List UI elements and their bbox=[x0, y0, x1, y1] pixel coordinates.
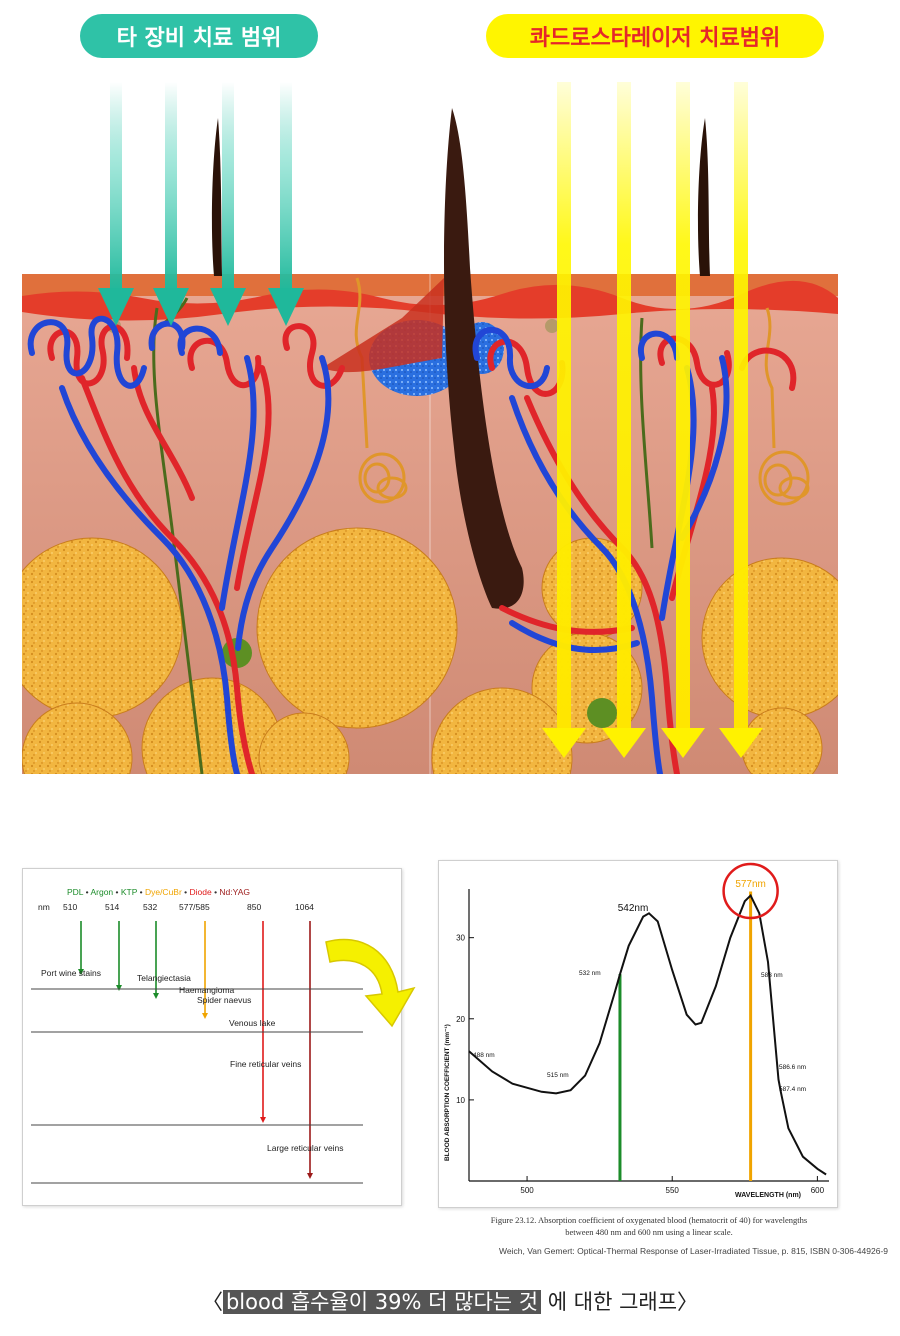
laser-nm-0: 510 bbox=[63, 902, 77, 912]
caption-highlight: blood 흡수율이 39% 더 많다는 것 bbox=[222, 1290, 542, 1314]
laser-arrow-head-3 bbox=[202, 1013, 208, 1019]
x-axis-label: WAVELENGTH (nm) bbox=[735, 1192, 801, 1199]
teal-treatment-arrows bbox=[98, 82, 304, 326]
bracket-open: 〈 bbox=[201, 1290, 223, 1314]
vessel-label-port-wine-stains: Port wine stains bbox=[41, 968, 101, 978]
laser-vessel-target-chart: nm PDL • Argon • KTP • Dye/CuBr • Diode … bbox=[22, 868, 402, 1206]
laser-nm-2: 532 bbox=[143, 902, 157, 912]
figure-caption-line2: between 480 nm and 600 nm using a linear… bbox=[565, 1227, 733, 1237]
point-label-583: 583 nm bbox=[761, 972, 783, 979]
laser-name-row: PDL • Argon • KTP • Dye/CuBr • Diode • N… bbox=[67, 887, 250, 897]
laser-nm-4: 850 bbox=[247, 902, 261, 912]
yellow-treatment-arrows bbox=[542, 82, 763, 758]
reference-citation: Weich, Van Gemert: Optical-Thermal Respo… bbox=[499, 1246, 888, 1256]
laser-name-5: Nd:YAG bbox=[219, 887, 250, 897]
laser-name-2: KTP bbox=[121, 887, 138, 897]
laser-separator: • bbox=[137, 887, 145, 897]
skin-cross-section-illustration bbox=[22, 82, 838, 774]
x-tick-label-600: 600 bbox=[811, 1186, 825, 1195]
peak-highlight-circle bbox=[722, 862, 779, 920]
point-label-515: 515 nm bbox=[547, 1072, 569, 1079]
x-tick-label-550: 550 bbox=[666, 1186, 680, 1195]
laser-separator: • bbox=[212, 887, 220, 897]
vessel-label-telangiectasia: Telangiectasia bbox=[137, 973, 191, 983]
peak-label-577: 577nm bbox=[735, 879, 766, 890]
x-tick-label-500: 500 bbox=[520, 1186, 534, 1195]
laser-name-1: Argon bbox=[90, 887, 113, 897]
absorption-curve bbox=[468, 893, 827, 1176]
vessel-label-fine-reticular-veins: Fine reticular veins bbox=[230, 1059, 301, 1069]
figure-caption: Figure 23.12. Absorption coefficient of … bbox=[454, 1214, 844, 1238]
nm-label: nm bbox=[38, 902, 50, 912]
vessel-label-haemangioma: Haemangioma bbox=[179, 985, 235, 995]
curved-arrow-icon bbox=[325, 938, 416, 1028]
point-label-586-6: 586.6 nm bbox=[779, 1064, 806, 1071]
laser-name-3: Dye/CuBr bbox=[145, 887, 182, 897]
point-label-488: 488 nm bbox=[473, 1052, 495, 1059]
vessel-label-large-reticular-veins: Large reticular veins bbox=[267, 1143, 344, 1153]
laser-nm-5: 1064 bbox=[295, 902, 314, 912]
point-label-532: 532 nm bbox=[579, 970, 601, 977]
laser-separator: • bbox=[113, 887, 121, 897]
laser-separator: • bbox=[83, 887, 90, 897]
other-devices-range-label: 타 장비 치료 범위 bbox=[80, 14, 318, 58]
laser-arrow-head-4 bbox=[260, 1117, 266, 1123]
blood-absorption-chart: 10 20 30 500 550 600 542nm 577nm 488 nm 515 … bbox=[438, 860, 838, 1208]
laser-name-0: PDL bbox=[67, 887, 84, 897]
peak-label-542: 542nm bbox=[618, 903, 649, 914]
laser-arrow-head-0 bbox=[78, 969, 84, 975]
figure-caption-line1: Figure 23.12. Absorption coefficient of … bbox=[490, 1215, 808, 1225]
y-axis-label: BLOOD ABSORPTION COEFFICIENT (mm⁻¹) bbox=[444, 1024, 451, 1161]
laser-arrow-head-1 bbox=[116, 985, 122, 991]
laser-nm-1: 514 bbox=[105, 902, 119, 912]
y-tick-label-30: 30 bbox=[456, 934, 465, 943]
quadrostar-laser-range-label: 콰드로스타레이저 치료범위 bbox=[486, 14, 824, 58]
point-label-587-4: 587.4 nm bbox=[779, 1086, 806, 1093]
laser-name-4: Diode bbox=[190, 887, 212, 897]
vessel-label-spider-naevus: Spider naevus bbox=[197, 995, 251, 1005]
bottom-caption: 〈blood 흡수율이 39% 더 많다는 것 에 대한 그래프〉 bbox=[0, 1286, 900, 1316]
vessel-label-venous-lake: Venous lake bbox=[229, 1018, 276, 1028]
laser-nm-3: 577/585 bbox=[179, 902, 210, 912]
caption-rest: 에 대한 그래프 bbox=[541, 1290, 678, 1314]
y-tick-label-20: 20 bbox=[456, 1015, 465, 1024]
laser-arrow-head-5 bbox=[307, 1173, 313, 1179]
laser-arrow-head-2 bbox=[153, 993, 159, 999]
bracket-close: 〉 bbox=[677, 1290, 699, 1314]
laser-separator: • bbox=[182, 887, 190, 897]
y-tick-label-10: 10 bbox=[456, 1096, 465, 1105]
